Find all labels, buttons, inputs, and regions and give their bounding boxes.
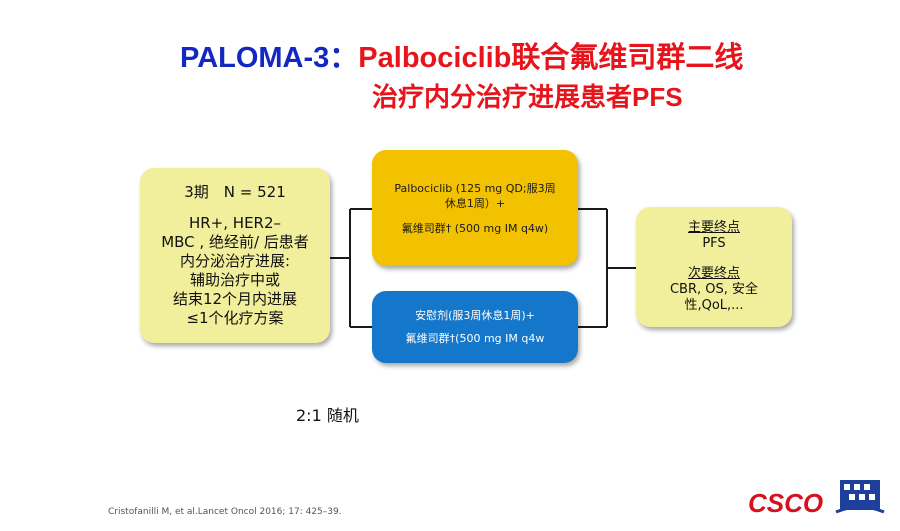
primary-endpoint-label: 主要终点 [687,220,740,235]
primary-endpoint-value: PFS [702,236,726,251]
placebo-arm-line-1: 安慰剂(服3周休息1周)+ [415,309,535,322]
population-line: HR+, HER2– [188,214,282,232]
population-line: 辅助治疗中或 [189,271,280,289]
palbociclib-arm-line-2: 休息1周）+ [444,196,506,210]
csco-emblem-icon [835,480,885,514]
phase-and-n: 3期 N = 521 [184,183,286,201]
placebo-arm-box: 安慰剂(服3周休息1周)+ 氟维司群†(500 mg IM q4w [372,291,578,363]
csco-logo: CSCO [748,480,885,518]
population-line: 结束12个月内进展 [172,290,298,308]
csco-logo-text: CSCO [748,488,823,518]
secondary-endpoint-line-1: CBR, OS, 安全 [669,282,759,297]
title-line-1: PALOMA-3：Palbociclib联合氟维司群二线 [180,40,743,76]
title-line-2: 治疗内分治疗进展患者PFS [372,82,683,112]
population-line: 内分泌治疗进展: [179,252,291,270]
population-line: ≤1个化疗方案 [186,309,284,327]
placebo-arm-line-2: 氟维司群†(500 mg IM q4w [405,332,545,345]
population-line: MBC , 绝经前/ 后患者 [161,233,309,251]
title-prefix: PALOMA-3： [180,42,359,74]
randomization-ratio: 2:1 随机 [296,406,359,425]
population-box: 3期 N = 521 HR+, HER2– MBC , 绝经前/ 后患者 内分泌… [140,168,330,343]
palbociclib-arm-line-1: Palbociclib (125 mg QD;服3周 [394,181,556,195]
endpoints-box: 主要终点 PFS 次要终点 CBR, OS, 安全 性,QoL,... [636,207,792,327]
citation: Cristofanilli M, et al.Lancet Oncol 2016… [108,507,342,517]
secondary-endpoint-label: 次要终点 [687,266,740,281]
secondary-endpoint-line-2: 性,QoL,... [684,298,744,313]
palbociclib-arm-line-3: 氟维司群† (500 mg IM q4w) [401,221,549,235]
title-main: Palbociclib联合氟维司群二线 [358,42,744,74]
palbociclib-arm-box: Palbociclib (125 mg QD;服3周 休息1周）+ 氟维司群† … [372,150,578,266]
